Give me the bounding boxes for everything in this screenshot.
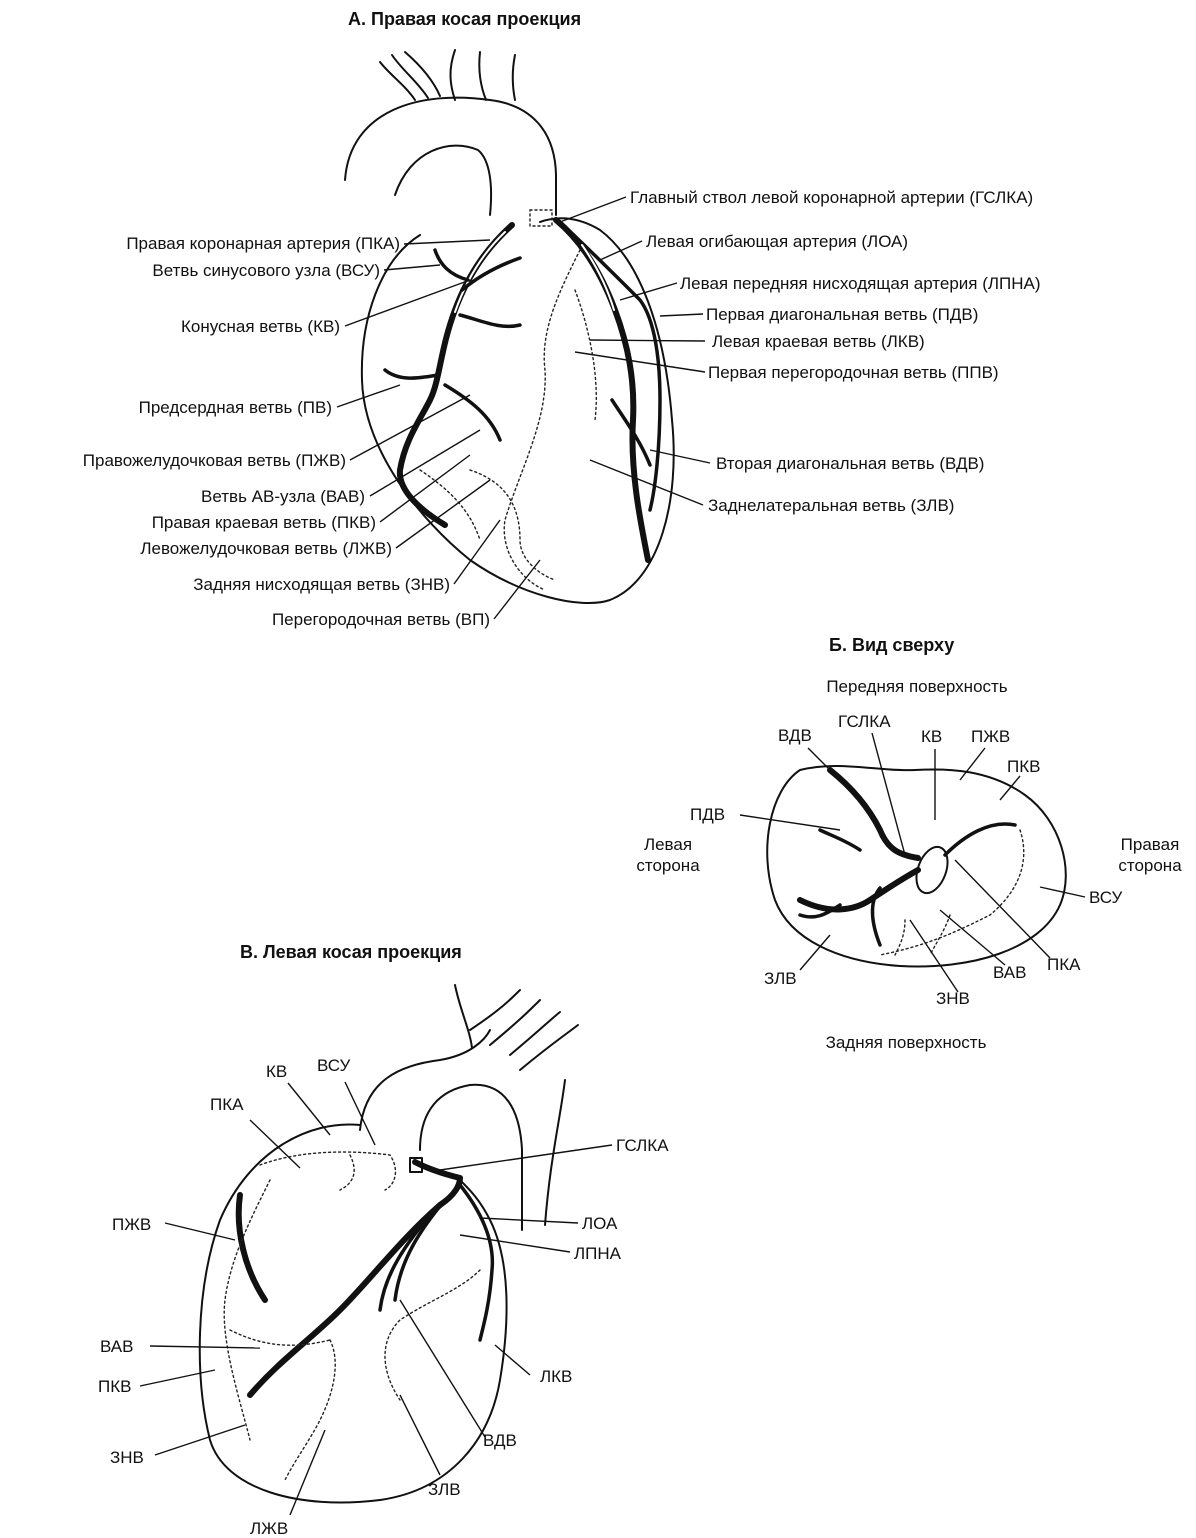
label-b-vsu: ВСУ — [1089, 888, 1122, 907]
label-b-pzhv: ПЖВ — [971, 727, 1010, 746]
label-a-pkv: Правая краевая ветвь (ПКВ) — [152, 513, 376, 532]
label-c-gslka: ГСЛКА — [616, 1136, 669, 1155]
label-b-vdv: ВДВ — [778, 726, 812, 745]
label-b-pka: ПКА — [1047, 955, 1081, 974]
label-b-zlv: ЗЛВ — [764, 969, 797, 988]
panel-b-right-side-1: Правая — [1121, 835, 1180, 854]
label-c-lzhv: ЛЖВ — [250, 1519, 288, 1538]
panel-c-heart-drawing — [200, 985, 578, 1503]
panel-b-left-side-2: сторона — [636, 856, 700, 875]
label-c-lkv: ЛКВ — [540, 1367, 572, 1386]
panel-b-left-side-1: Левая — [644, 835, 692, 854]
label-c-pka: ПКА — [210, 1095, 244, 1114]
label-c-kv: КВ — [266, 1062, 287, 1081]
panel-a-labels: Правая коронарная артерия (ПКА) Ветвь си… — [83, 188, 1041, 629]
label-a-pdv: Первая диагональная ветвь (ПДВ) — [706, 305, 978, 324]
panel-b-title: Б. Вид сверху — [829, 635, 954, 655]
label-a-pka: Правая коронарная артерия (ПКА) — [126, 234, 400, 253]
label-c-zlv: ЗЛВ — [428, 1480, 461, 1499]
panel-a-heart-drawing — [345, 50, 674, 603]
panel-b-labels: ВДВ ГСЛКА КВ ПЖВ ПКВ ПДВ ВСУ ПКА ВАВ ЗНВ… — [690, 712, 1122, 1008]
panel-c-leader-lines — [140, 1082, 612, 1515]
label-c-vdv: ВДВ — [483, 1431, 517, 1450]
label-c-vav: ВАВ — [100, 1337, 133, 1356]
panel-b-right-side-2: сторона — [1118, 856, 1182, 875]
panel-c-title: В. Левая косая проекция — [240, 942, 462, 962]
panel-c: В. Левая косая проекция — [98, 942, 669, 1538]
label-c-pkv: ПКВ — [98, 1377, 131, 1396]
label-c-pzhv: ПЖВ — [112, 1215, 151, 1234]
label-c-loa: ЛОА — [582, 1214, 618, 1233]
label-b-vav: ВАВ — [993, 963, 1026, 982]
label-c-znv: ЗНВ — [110, 1448, 144, 1467]
label-b-pdv: ПДВ — [690, 805, 725, 824]
label-a-vp: Перегородочная ветвь (ВП) — [272, 610, 490, 629]
label-a-ppv: Первая перегородочная ветвь (ППВ) — [708, 363, 999, 382]
label-b-znv: ЗНВ — [936, 989, 970, 1008]
label-a-kv: Конусная ветвь (КВ) — [181, 317, 340, 336]
label-a-znv: Задняя нисходящая ветвь (ЗНВ) — [193, 575, 450, 594]
label-a-zlv: Заднелатеральная ветвь (ЗЛВ) — [708, 496, 954, 515]
label-a-pzhv: Правожелудочковая ветвь (ПЖВ) — [83, 451, 346, 470]
panel-a-title: А. Правая косая проекция — [348, 9, 581, 29]
panel-a: А. Правая косая проекция — [83, 9, 1041, 629]
label-a-lkv: Левая краевая ветвь (ЛКВ) — [712, 332, 925, 351]
label-a-pv: Предсердная ветвь (ПВ) — [139, 398, 332, 417]
label-b-gslka: ГСЛКА — [838, 712, 891, 731]
panel-b-heart-drawing — [767, 766, 1066, 967]
label-a-vdv: Вторая диагональная ветвь (ВДВ) — [716, 454, 984, 473]
panel-b-back-surface: Задняя поверхность — [826, 1033, 987, 1052]
label-a-lzhv: Левожелудочковая ветвь (ЛЖВ) — [140, 539, 392, 558]
label-c-vsu: ВСУ — [317, 1056, 350, 1075]
label-c-lpna: ЛПНА — [574, 1244, 622, 1263]
label-a-lpna: Левая передняя нисходящая артерия (ЛПНА) — [680, 274, 1041, 293]
label-a-vav: Ветвь АВ-узла (ВАВ) — [201, 487, 365, 506]
panel-b-front-surface: Передняя поверхность — [826, 677, 1007, 696]
panel-b: Б. Вид сверху Передняя поверхность Задня… — [636, 635, 1182, 1052]
label-a-gslka: Главный ствол левой коронарной артерии (… — [630, 188, 1033, 207]
label-a-vsu: Ветвь синусового узла (ВСУ) — [152, 261, 380, 280]
label-b-pkv: ПКВ — [1007, 757, 1040, 776]
label-b-kv: КВ — [921, 727, 942, 746]
label-a-loa: Левая огибающая артерия (ЛОА) — [646, 232, 908, 251]
